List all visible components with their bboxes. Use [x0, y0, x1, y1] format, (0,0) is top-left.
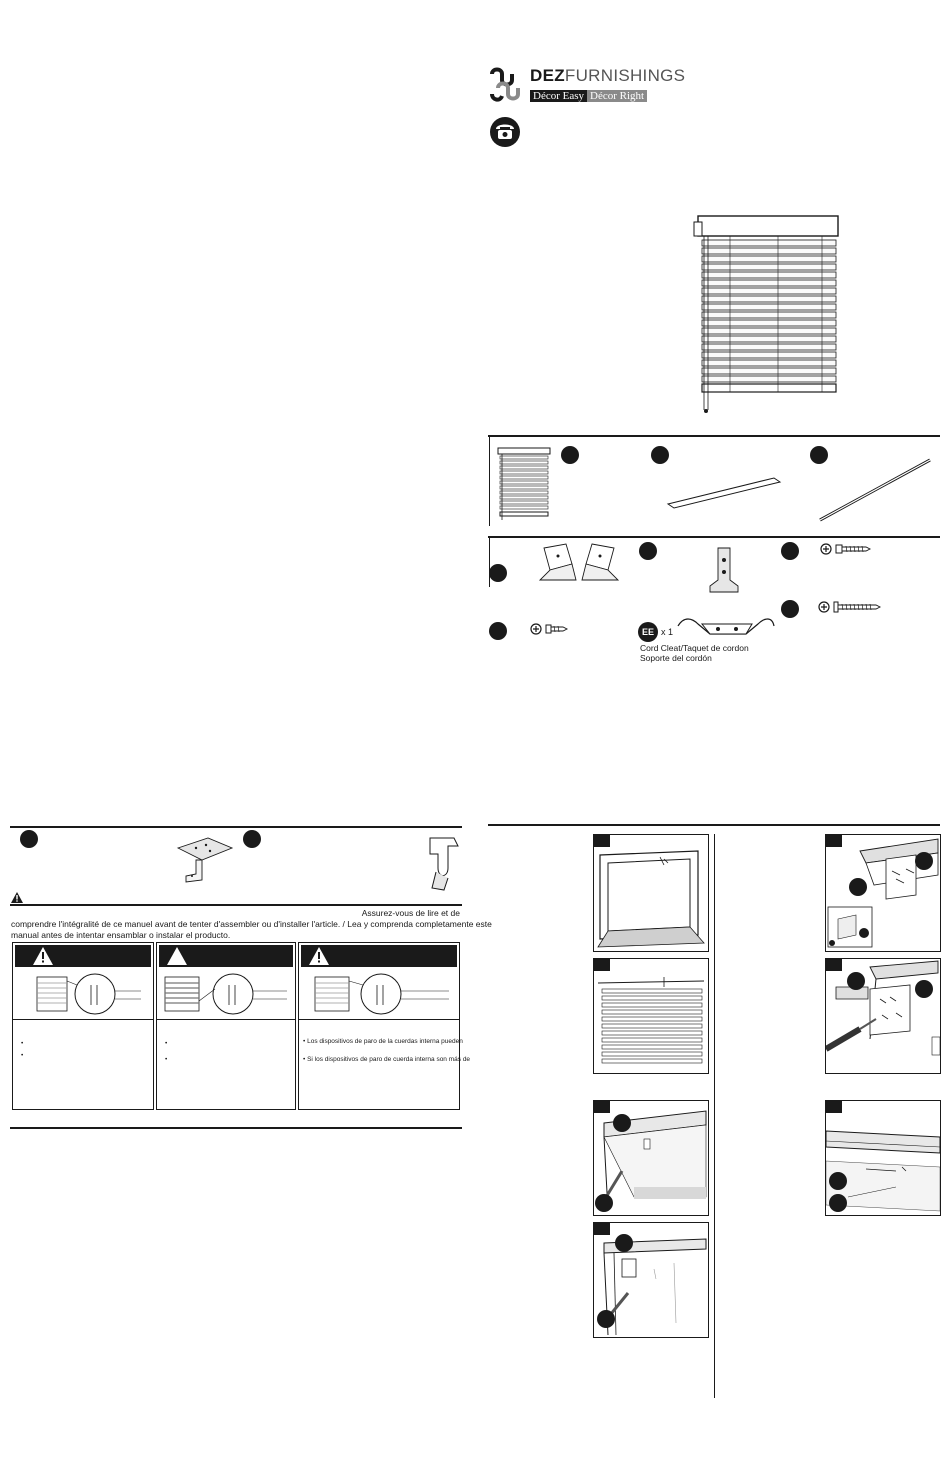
extension-bracket-icon: [176, 837, 234, 883]
cord-stop-diagram: [314, 973, 449, 1015]
screw-icon: [818, 601, 882, 613]
warning-box-3-header: [301, 945, 457, 967]
notice-line1: Assurez-vous de lire et de: [361, 908, 460, 918]
tagline-right: Décor Right: [587, 90, 648, 102]
part-badge-f: [639, 542, 657, 560]
bracket-install-diagram: [597, 1234, 707, 1336]
hold-down-bracket-icon: [709, 547, 739, 593]
step-panel-7: [825, 1100, 941, 1216]
part-badge-h: [489, 622, 507, 640]
warning-box-2-bullet-2: •: [165, 1056, 168, 1063]
part-valance: [666, 477, 782, 509]
part-a-blind: [497, 447, 551, 520]
warning-box-3-bullet-2: • Si los dispositivos de paro de cuerda …: [303, 1056, 471, 1063]
step-panel-3: [593, 1100, 709, 1216]
blind-product-illustration: [693, 215, 839, 413]
warning-box-2: • •: [156, 942, 296, 1110]
mounting-bracket-icon: [538, 543, 620, 581]
part-badge-c: [651, 446, 669, 464]
part-ee-caption-line1: Cord Cleat/Taquet de cordon: [640, 643, 749, 653]
warning-icon: [11, 892, 23, 903]
bracket-install-diagram: [595, 1110, 707, 1212]
step-panel-2: [593, 958, 709, 1074]
brand-name-light: FURNISHINGS: [564, 66, 686, 85]
part-badge-k: [243, 830, 261, 848]
part-wand: [819, 458, 931, 522]
window-frame-diagram: [597, 850, 705, 948]
left-section-bottom-rule: [10, 1127, 462, 1129]
install-center-divider: [714, 834, 715, 1398]
cord-stop-diagram: [164, 973, 287, 1015]
notice-line2: comprendre l'intégralité de ce manuel av…: [11, 919, 492, 929]
install-top-rule: [488, 824, 940, 826]
brand-name-bold: DEZ: [530, 66, 565, 85]
step-panel-6: [825, 958, 941, 1074]
part-badge-ee: EE: [638, 622, 658, 642]
warning-icon: [167, 947, 187, 965]
part-badge-g: [781, 542, 799, 560]
valance-attach-diagram: [826, 1130, 940, 1212]
cord-cleat-icon: [677, 618, 775, 635]
part-badge-e: [489, 564, 507, 582]
warning-box-1: • •: [12, 942, 154, 1110]
parts-mid-rule: [488, 536, 940, 538]
screw-icon: [820, 543, 872, 555]
warning-box-2-bullet-1: •: [165, 1040, 168, 1047]
left-section-top-rule: [10, 826, 462, 828]
warning-icon: [33, 947, 53, 965]
step-panel-5: [825, 834, 941, 952]
warning-box-1-bullet-1: •: [21, 1040, 24, 1047]
part-badge-b: [561, 446, 579, 464]
warning-box-1-bullet-2: •: [21, 1052, 24, 1059]
warning-box-3: • Los dispositivos de paro de la cuerdas…: [298, 942, 470, 1110]
part-badge-i: [781, 600, 799, 618]
blind-measure-diagram: [597, 977, 705, 1064]
parts-top-rule: [488, 435, 940, 437]
notice-line3: manual antes de intentar ensamblar o ins…: [11, 930, 231, 940]
logo-mark-icon: [490, 67, 520, 102]
step-panel-4: [593, 1222, 709, 1338]
notice-rule: [10, 904, 462, 906]
warning-box-2-header: [159, 945, 293, 967]
valance-clip-icon: [429, 837, 459, 891]
part-badge-j: [20, 830, 38, 848]
parts-left-edge-2: [489, 537, 490, 587]
part-ee-quantity: x 1: [661, 627, 674, 637]
parts-left-edge: [489, 436, 490, 526]
bracket-screw-diagram: [827, 838, 939, 948]
warning-box-1-header: [15, 945, 151, 967]
part-ee-caption-line2: Soporte del cordón: [640, 653, 712, 663]
screw-icon: [530, 623, 569, 635]
step-panel-1: [593, 834, 709, 952]
warning-icon: [309, 947, 329, 965]
warning-box-3-bullet-1: • Los dispositivos de paro de la cuerdas…: [303, 1038, 463, 1045]
tagline-left: Décor Easy: [530, 90, 588, 102]
cord-stop-diagram: [36, 973, 141, 1015]
screwdriver-diagram: [826, 960, 940, 1056]
phone-icon: [490, 117, 520, 147]
part-badge-d: [810, 446, 828, 464]
